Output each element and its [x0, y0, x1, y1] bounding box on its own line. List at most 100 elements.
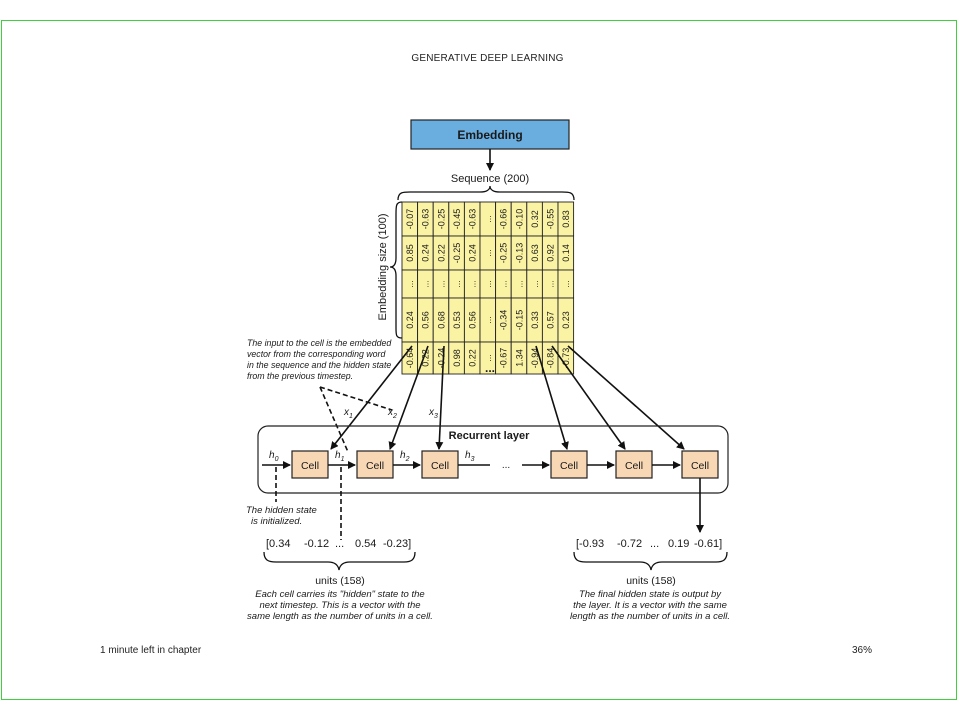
matrix-value: ... [499, 280, 509, 288]
matrix-value: ... [530, 280, 540, 288]
h2-label: h2 [400, 450, 410, 463]
matrix-value: 0.63 [530, 244, 540, 262]
recurrent-layer-box [257, 425, 729, 494]
matrix-value: 0.57 [546, 311, 556, 329]
input-arrow-x2 [388, 345, 429, 450]
svg-text:Cell: Cell [691, 460, 709, 472]
cell-2: Cell [356, 450, 394, 479]
matrix-value: 0.53 [452, 311, 462, 329]
matrix-value: ... [483, 215, 493, 223]
matrix-value: -0.34 [499, 310, 509, 331]
svg-text:...: ... [335, 538, 344, 550]
h3-label: h3 [465, 450, 475, 463]
svg-text:-0.23]: -0.23] [383, 538, 411, 550]
cell-3: Cell [421, 450, 459, 479]
matrix-value: ... [546, 280, 556, 288]
svg-text:length as the number of units: length as the number of units in a cell. [570, 611, 730, 622]
svg-text:Cell: Cell [431, 460, 449, 472]
matrix-value: 0.24 [421, 244, 431, 262]
svg-text:-0.72: -0.72 [617, 538, 642, 550]
svg-text:Cell: Cell [560, 460, 578, 472]
left-hidden-vector: [0.34 -0.12 ... 0.54 -0.23] [266, 538, 411, 550]
matrix-value: -0.15 [514, 310, 524, 331]
matrix-value: -0.73 [561, 348, 571, 369]
right-hidden-vector: [-0.93 -0.72 ... 0.19 -0.61] [576, 538, 722, 550]
input-arrow-x1 [330, 345, 413, 450]
rnn-figure: Embedding Sequence (200) Embedding size … [240, 110, 735, 625]
matrix-value: 0.83 [561, 210, 571, 228]
input-arrow [535, 345, 569, 450]
matrix-cell [557, 341, 575, 375]
right-units-label: units (158) [626, 575, 676, 587]
matrix-value: 0.98 [452, 349, 462, 367]
note-pointer-line [319, 386, 393, 411]
x3-label: x3 [428, 407, 438, 420]
matrix-value: 0.23 [561, 311, 571, 329]
embedding-size-label: Embedding size (100) [377, 213, 389, 320]
matrix-value: ... [436, 280, 446, 288]
matrix-value: ... [561, 280, 571, 288]
note-pointer-line [319, 386, 349, 453]
matrix-value: -0.67 [499, 348, 509, 369]
svg-text:Cell: Cell [301, 460, 319, 472]
matrix-value: -0.55 [546, 209, 556, 230]
matrix-value: -0.25 [436, 209, 446, 230]
matrix-value: 0.92 [546, 244, 556, 262]
embedding-label: Embedding [457, 128, 522, 142]
matrix-value: 0.68 [436, 311, 446, 329]
matrix-value: 0.22 [421, 349, 431, 367]
svg-text:[-0.93: [-0.93 [576, 538, 604, 550]
reader-viewport-frame [1, 20, 957, 700]
matrix-value: 0.56 [421, 311, 431, 329]
reading-progress: 36% [852, 645, 873, 656]
input-note-line: The input to the cell is the embedded [247, 338, 392, 348]
matrix-value: -0.84 [546, 348, 556, 369]
matrix-more-ellipsis: ... [485, 361, 495, 375]
matrix-value: ... [452, 280, 462, 288]
svg-text:0.19: 0.19 [668, 538, 689, 550]
matrix-value: -0.63 [421, 209, 431, 230]
matrix-value: ... [405, 280, 415, 288]
matrix-value: -0.07 [405, 209, 415, 230]
matrix-value: ... [483, 249, 493, 257]
matrix-value: -0.45 [452, 209, 462, 230]
matrix-value: -0.94 [530, 348, 540, 369]
hidden-init-note-line: is initialized. [251, 516, 302, 527]
embedding-matrix: -0.070.85...0.24-0.64-0.630.24...0.560.2… [401, 201, 575, 375]
matrix-value: ... [468, 280, 478, 288]
matrix-value: -0.25 [499, 243, 509, 264]
matrix-value: ... [514, 280, 524, 288]
matrix-value: -0.63 [468, 209, 478, 230]
svg-text:same length as the number of u: same length as the number of units in a … [247, 611, 433, 622]
matrix-value: 0.14 [561, 244, 571, 262]
input-note-line: vector from the corresponding word [247, 349, 386, 359]
svg-text:Cell: Cell [366, 460, 384, 472]
recurrent-layer-label: Recurrent layer [449, 430, 530, 442]
matrix-value: ... [483, 316, 493, 324]
input-arrow-x3 [435, 345, 445, 450]
matrix-value: 0.33 [530, 311, 540, 329]
h0-label: h0 [269, 450, 279, 463]
input-note: The input to the cell is the embedded ve… [247, 338, 392, 381]
matrix-value: -0.64 [405, 348, 415, 369]
matrix-value: ... [483, 354, 493, 362]
input-note-line: from the previous timestep. [247, 371, 353, 381]
svg-text:The final hidden state is outp: The final hidden state is output by [579, 589, 722, 600]
right-units-brace [573, 551, 728, 571]
matrix-value: 0.85 [405, 244, 415, 262]
matrix-value: -0.13 [514, 243, 524, 264]
hidden-init-note-line: The hidden state [246, 505, 317, 516]
matrix-value: 0.22 [468, 349, 478, 367]
svg-text:-0.12: -0.12 [304, 538, 329, 550]
matrix-value: -0.24 [436, 348, 446, 369]
matrix-value: 0.22 [436, 244, 446, 262]
sequence-brace [397, 185, 575, 201]
svg-text:0.54: 0.54 [355, 538, 376, 550]
left-units-brace [263, 551, 416, 571]
chain-ellipsis: ... [502, 460, 510, 471]
left-units-label: units (158) [315, 575, 365, 587]
input-arrow-last [567, 345, 685, 450]
right-note: The final hidden state is output by the … [570, 589, 730, 622]
svg-text:the layer. It is a vector with: the layer. It is a vector with the same [573, 600, 727, 611]
svg-text:-0.61]: -0.61] [694, 538, 722, 550]
